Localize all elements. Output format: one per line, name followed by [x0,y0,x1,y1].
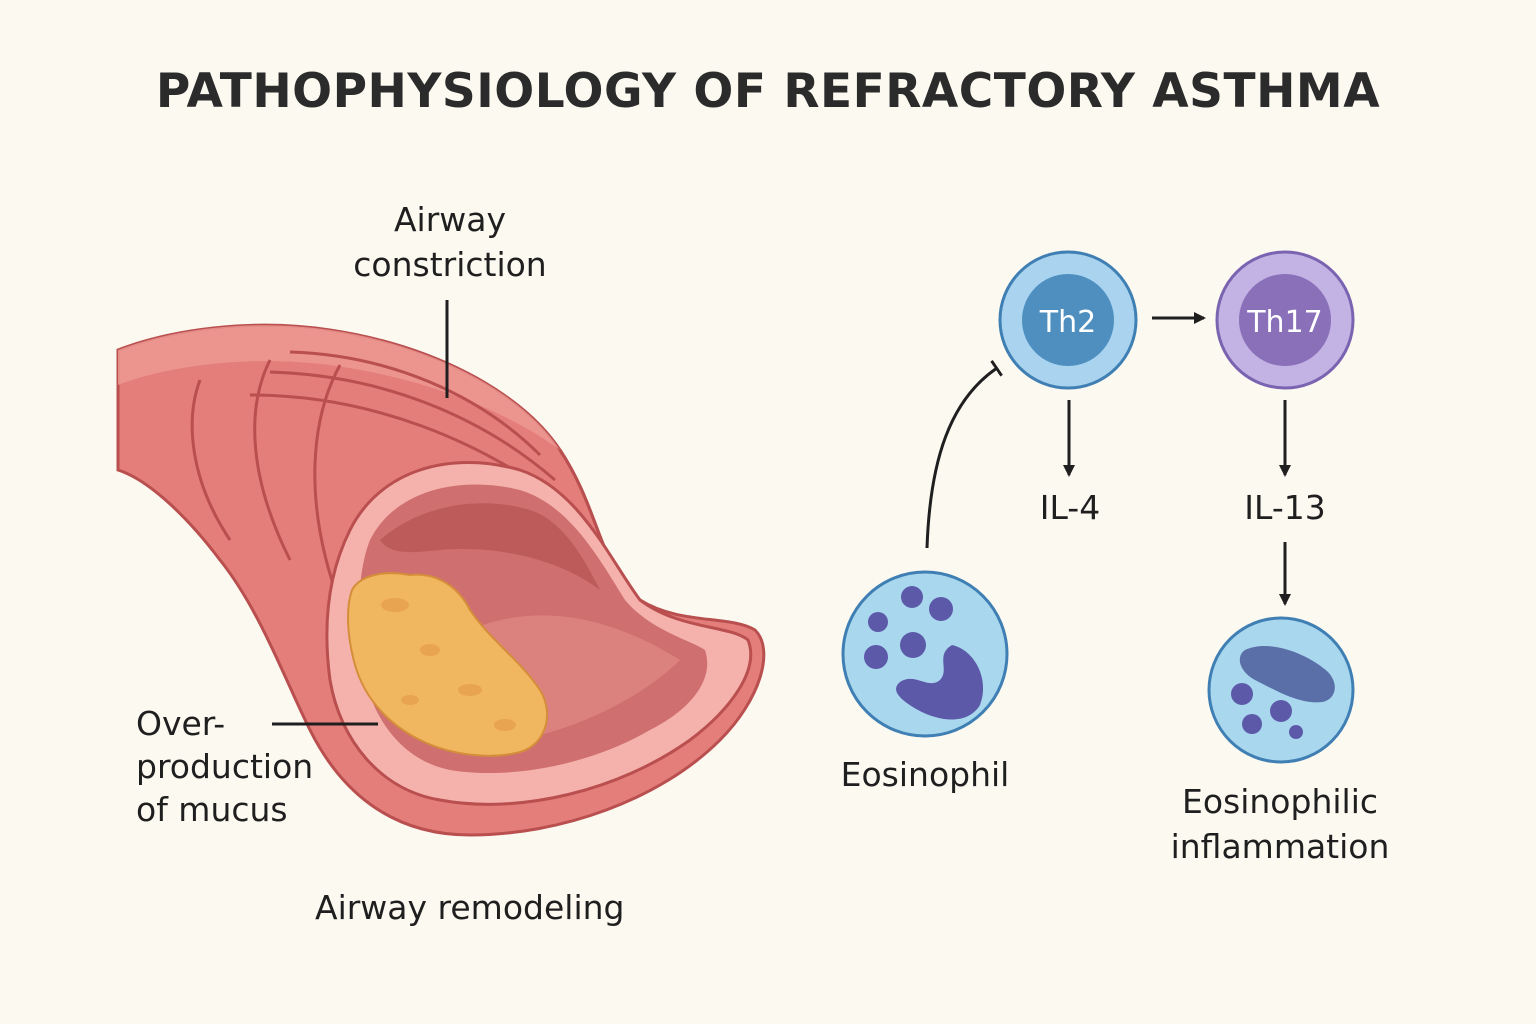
eosinophil-to-th2-inhibition [925,360,1003,549]
airway-remodeling-label: Airway remodeling [315,888,625,927]
airway-constriction-label: Airway constriction [353,200,547,284]
inflammation-cell [1207,616,1355,764]
mucus-overproduction-label: Over- production of mucus [136,704,314,829]
il13-label: IL-13 [1244,488,1326,527]
eosinophil-label: Eosinophil [840,755,1010,794]
th2-cell: Th2 [998,250,1138,390]
th2-label: Th2 [1039,305,1096,340]
page-title: PATHOPHYSIOLOGY OF REFRACTORY ASTHMA [155,64,1381,119]
eosinophilic-inflammation-label: Eosinophilic inflammation [1170,782,1390,866]
th17-cell: Th17 [1215,250,1355,390]
il4-label: IL-4 [1039,488,1101,527]
mucus-plug [347,572,549,757]
th17-label: Th17 [1246,305,1323,340]
airway-illustration [116,323,766,837]
eosinophil-cell [841,570,1009,738]
